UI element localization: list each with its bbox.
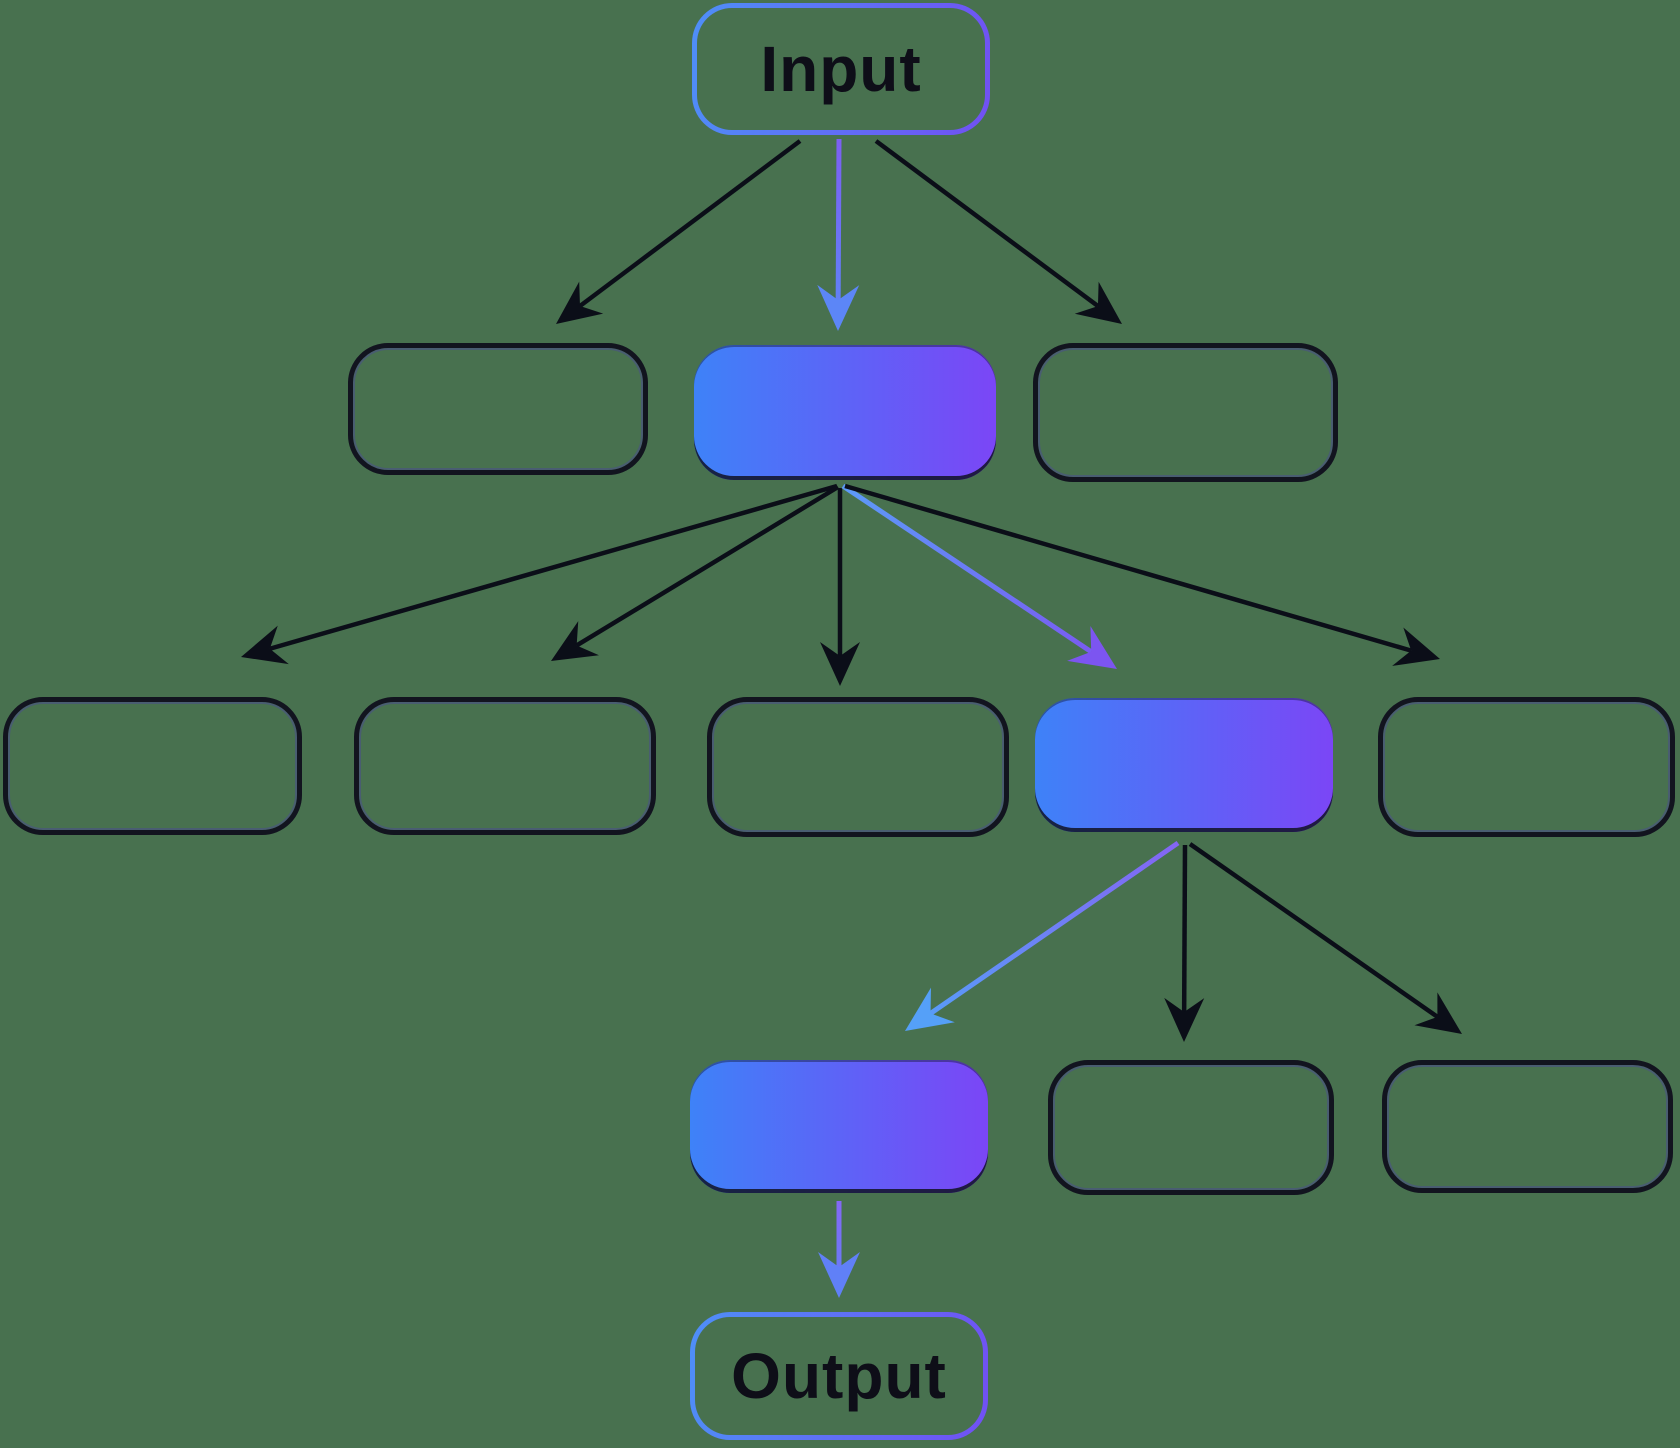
node-l2c xyxy=(1033,343,1338,482)
arrowhead xyxy=(1414,992,1462,1034)
node-l3b xyxy=(354,697,656,835)
node-l2a xyxy=(348,343,648,475)
arrowhead xyxy=(551,621,599,661)
node-l4b xyxy=(1048,1060,1334,1195)
arrowhead xyxy=(817,284,860,331)
edge-l3d-l4b xyxy=(1164,844,1205,1042)
arrowhead xyxy=(1067,625,1117,669)
arrowhead xyxy=(820,642,860,686)
arrowhead xyxy=(1392,627,1440,666)
output-label: Output xyxy=(731,1340,947,1412)
edge-input-l2b xyxy=(817,138,860,331)
node-l3a xyxy=(3,697,302,835)
node-l3e xyxy=(1378,697,1675,837)
arrowhead xyxy=(1074,281,1122,324)
edge-l2b-l3a xyxy=(241,483,838,665)
node-l4c xyxy=(1382,1060,1673,1193)
edge-input-l2a xyxy=(556,139,802,324)
node-output: Output xyxy=(690,1312,988,1440)
edge-l2b-l3d xyxy=(841,483,1117,669)
node-l3c xyxy=(707,697,1009,837)
arrowhead xyxy=(905,987,955,1031)
arrowhead xyxy=(1164,997,1205,1042)
node-input: Input xyxy=(692,3,990,135)
edge-l2b-l3b xyxy=(551,485,840,661)
arrowhead xyxy=(556,281,604,324)
arrowhead xyxy=(818,1252,860,1298)
edge-l2b-l3e xyxy=(844,483,1440,666)
arrowhead xyxy=(241,625,289,665)
edge-input-l2c xyxy=(874,139,1122,324)
node-l4a xyxy=(690,1060,988,1193)
node-l2b xyxy=(694,345,996,480)
edge-l4a-output xyxy=(818,1201,860,1298)
edge-l2b-l3c xyxy=(820,488,860,686)
input-label: Input xyxy=(760,33,922,105)
node-l3d xyxy=(1035,698,1333,832)
edge-l3d-l4c xyxy=(1188,842,1462,1034)
edge-l3d-l4a xyxy=(905,840,1180,1031)
